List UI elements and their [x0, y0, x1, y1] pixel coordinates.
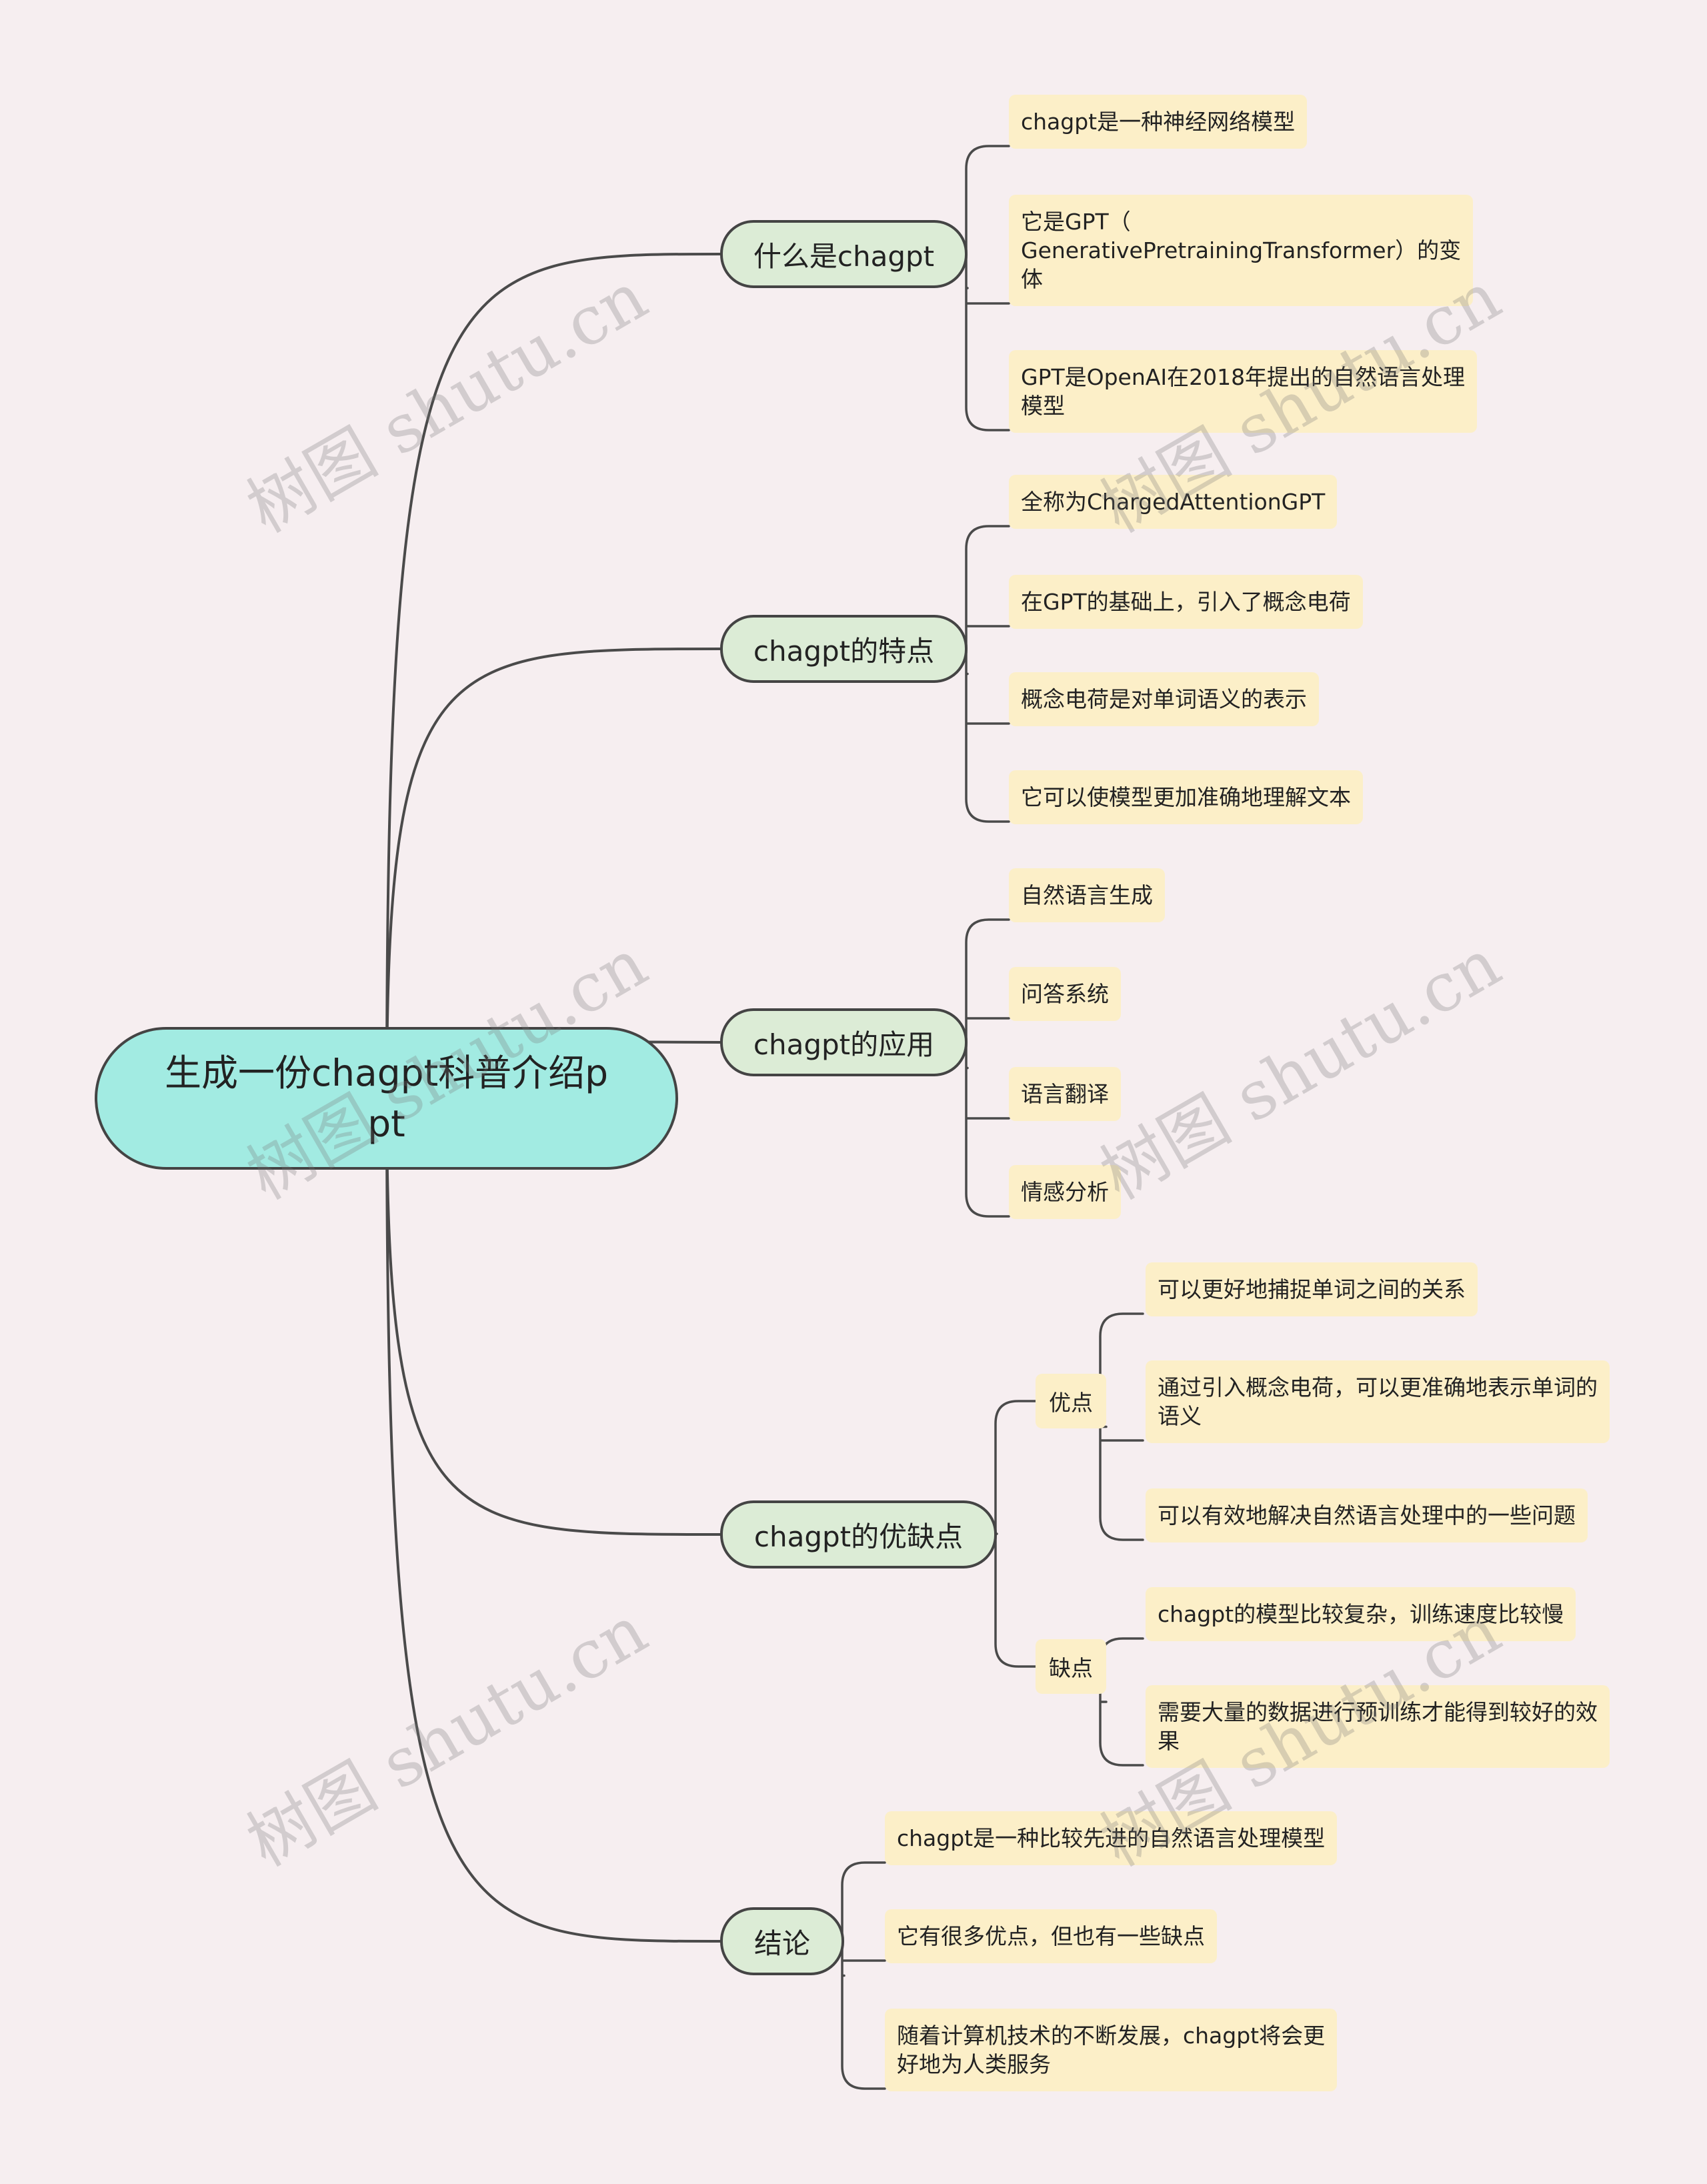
leaf-topic[interactable]: 需要大量的数据进行预训练才能得到较好的效果: [1146, 1685, 1610, 1768]
leaf-topic-text: 通过引入概念电荷，可以更准确地表示单词的: [1158, 1374, 1598, 1400]
leaf-topic[interactable]: 情感分析: [1009, 1165, 1121, 1219]
leaf-topic-text: 情感分析: [1021, 1179, 1109, 1205]
leaf-topic-text: chagpt的模型比较复杂，训练速度比较慢: [1158, 1601, 1564, 1627]
leaf-topic[interactable]: 通过引入概念电荷，可以更准确地表示单词的语义: [1146, 1360, 1610, 1443]
sub-topic[interactable]: 优点: [1036, 1374, 1106, 1428]
connector-line: [841, 1861, 886, 2090]
leaf-topic[interactable]: GPT是OpenAI在2018年提出的自然语言处理模型: [1009, 350, 1478, 433]
branch-topic[interactable]: 什么是chagpt: [720, 220, 968, 288]
leaf-topic[interactable]: chagpt是一种神经网络模型: [1009, 95, 1308, 149]
leaf-topic-text: 在GPT的基础上，引入了概念电荷: [1021, 589, 1351, 615]
leaf-topic-text: 它可以使模型更加准确地理解文本: [1021, 784, 1351, 810]
leaf-topic-text: 语言翻译: [1021, 1081, 1109, 1107]
connector-line: [385, 253, 721, 1100]
leaf-topic-text: 模型: [1021, 393, 1065, 419]
connector-line: [965, 145, 1010, 431]
sub-topic-label: 优点: [1049, 1390, 1093, 1416]
leaf-topic[interactable]: 它可以使模型更加准确地理解文本: [1009, 770, 1363, 824]
leaf-topic-text: 语义: [1158, 1403, 1202, 1429]
leaf-topic-text: 自然语言生成: [1021, 882, 1153, 908]
leaf-topic[interactable]: 可以有效地解决自然语言处理中的一些问题: [1146, 1488, 1588, 1542]
connector-line: [965, 918, 1010, 1218]
leaf-topic-text: GPT是OpenAI在2018年提出的自然语言处理: [1021, 364, 1466, 390]
connector-line: [385, 648, 721, 1100]
leaf-topic-text: 概念电荷是对单词语义的表示: [1021, 686, 1307, 712]
leaf-topic-text: 果: [1158, 1728, 1180, 1754]
branch-topic[interactable]: 结论: [720, 1907, 844, 1975]
leaf-topic-text: chagpt是一种比较先进的自然语言处理模型: [897, 1825, 1326, 1851]
root-topic[interactable]: 生成一份chagpt科普介绍ppt: [95, 1027, 678, 1170]
leaf-topic[interactable]: chagpt的模型比较复杂，训练速度比较慢: [1146, 1587, 1576, 1641]
sub-topic-label: 缺点: [1049, 1655, 1093, 1681]
leaf-topic-text: 需要大量的数据进行预训练才能得到较好的效: [1158, 1699, 1598, 1725]
leaf-topic[interactable]: 语言翻译: [1009, 1067, 1121, 1121]
leaf-topic[interactable]: 随着计算机技术的不断发展，chagpt将会更好地为人类服务: [885, 2009, 1338, 2091]
branch-topic[interactable]: chagpt的应用: [720, 1008, 968, 1076]
connector-line: [965, 525, 1010, 823]
leaf-topic-text: chagpt是一种神经网络模型: [1021, 109, 1296, 135]
leaf-topic-text: 它是GPT（: [1021, 209, 1131, 235]
leaf-topic[interactable]: 全称为ChargedAttentionGPT: [1009, 475, 1338, 529]
leaf-topic-text: 可以更好地捕捉单词之间的关系: [1158, 1276, 1466, 1302]
branch-topic[interactable]: chagpt的优缺点: [720, 1500, 997, 1568]
connector-line: [385, 1097, 721, 1943]
leaf-topic[interactable]: 它是GPT（GenerativePretrainingTransformer）的…: [1009, 195, 1474, 306]
leaf-topic[interactable]: 问答系统: [1009, 967, 1121, 1021]
leaf-topic-text: 好地为人类服务: [897, 2051, 1051, 2077]
connector-line: [994, 1400, 1040, 1668]
leaf-topic[interactable]: 在GPT的基础上，引入了概念电荷: [1009, 575, 1363, 629]
leaf-topic-text: 随着计算机技术的不断发展，chagpt将会更: [897, 2023, 1326, 2049]
leaf-topic-text: GenerativePretrainingTransformer）的变: [1021, 237, 1462, 263]
branch-topic-label: chagpt的特点: [753, 634, 935, 668]
branch-topic-label: 什么是chagpt: [753, 239, 935, 273]
branch-topic[interactable]: chagpt的特点: [720, 615, 968, 683]
branch-topic-label: chagpt的优缺点: [753, 1520, 964, 1553]
leaf-topic-text: 问答系统: [1021, 981, 1109, 1007]
leaf-topic[interactable]: 可以更好地捕捉单词之间的关系: [1146, 1262, 1478, 1316]
leaf-topic-text: 全称为ChargedAttentionGPT: [1021, 489, 1326, 515]
connector-line: [1099, 1312, 1144, 1541]
branch-topic-label: chagpt的应用: [753, 1028, 935, 1061]
sub-topic[interactable]: 缺点: [1036, 1639, 1106, 1694]
leaf-topic[interactable]: 自然语言生成: [1009, 868, 1165, 922]
leaf-topic-text: 它有很多优点，但也有一些缺点: [897, 1923, 1205, 1949]
root-topic-label: 生成一份chagpt科普介绍ppt: [164, 1052, 609, 1145]
leaf-topic-text: 可以有效地解决自然语言处理中的一些问题: [1158, 1502, 1576, 1528]
leaf-topic[interactable]: 概念电荷是对单词语义的表示: [1009, 672, 1319, 726]
leaf-topic[interactable]: 它有很多优点，但也有一些缺点: [885, 1909, 1217, 1963]
connector-line: [1099, 1637, 1144, 1767]
leaf-topic[interactable]: chagpt是一种比较先进的自然语言处理模型: [885, 1811, 1338, 1865]
connector-line: [385, 1097, 721, 1536]
leaf-topic-text: 体: [1021, 266, 1043, 292]
branch-topic-label: 结论: [753, 1927, 810, 1960]
